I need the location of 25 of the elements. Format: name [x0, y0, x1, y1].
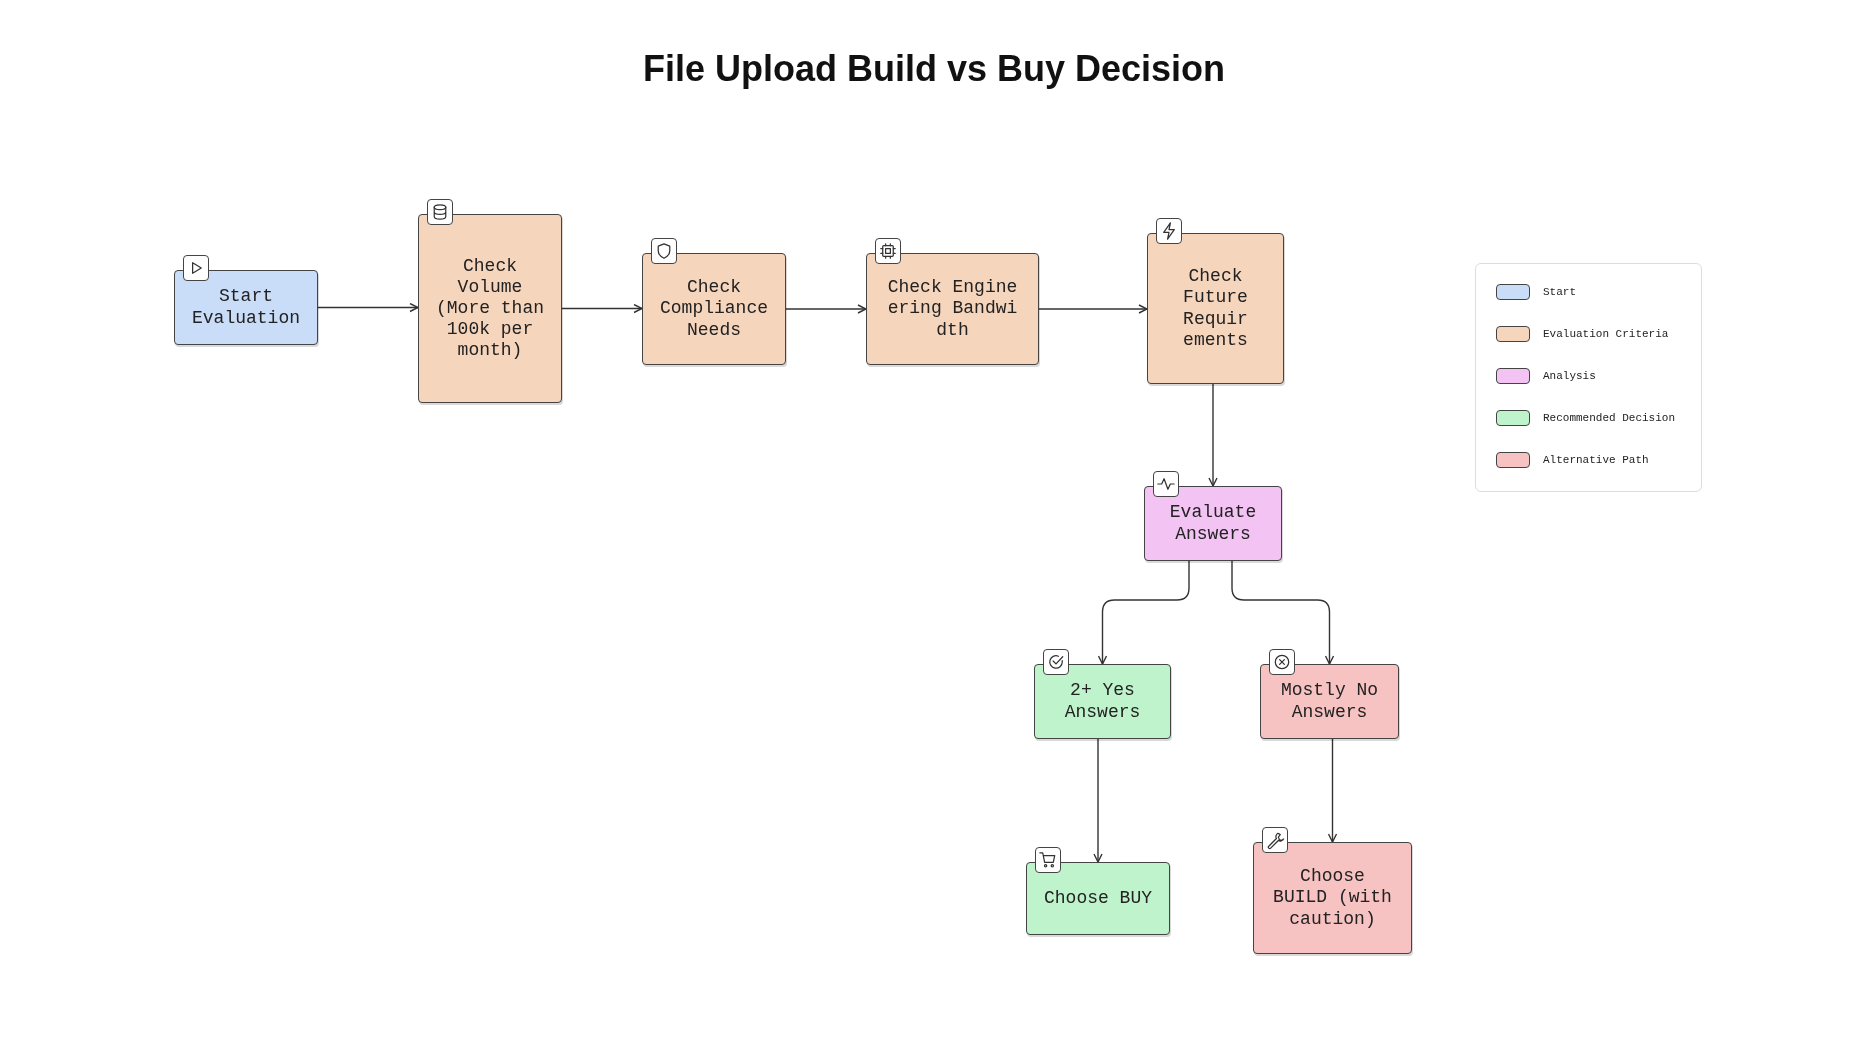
- arrow: [785, 304, 867, 314]
- node-text: Check Volume (More than 100k per month): [435, 255, 545, 362]
- node-text: Check Engineering Bandwidth: [886, 277, 1019, 341]
- arrow: [1327, 738, 1338, 843]
- node-text: Choose BUILD (with caution): [1272, 866, 1393, 930]
- node-text: Start Evaluation: [191, 286, 301, 329]
- node-text: Choose BUY: [1043, 887, 1153, 909]
- arrow: [1231, 560, 1335, 665]
- legend-label: Evaluation Criteria: [1543, 328, 1669, 340]
- node-text: Mostly No Answers: [1279, 680, 1380, 723]
- legend-label: Start: [1543, 286, 1576, 298]
- legend-label: Alternative Path: [1543, 454, 1649, 466]
- node-text: Check Future Requirements: [1182, 266, 1249, 351]
- arrow: [1093, 738, 1103, 863]
- arrow: [1097, 560, 1190, 665]
- node-text: 2+ Yes Answers: [1063, 680, 1142, 723]
- legend-label: Recommended Decision: [1543, 412, 1676, 424]
- arrow: [1208, 383, 1218, 487]
- node-text: Evaluate Answers: [1168, 502, 1258, 545]
- node-text: Check Compliance Needs: [659, 277, 769, 341]
- arrow: [1038, 304, 1148, 314]
- diagram-title: File Upload Build vs Buy Decision: [641, 48, 1227, 90]
- arrow: [561, 303, 643, 314]
- arrow: [317, 302, 419, 313]
- legend-label: Analysis: [1543, 370, 1596, 382]
